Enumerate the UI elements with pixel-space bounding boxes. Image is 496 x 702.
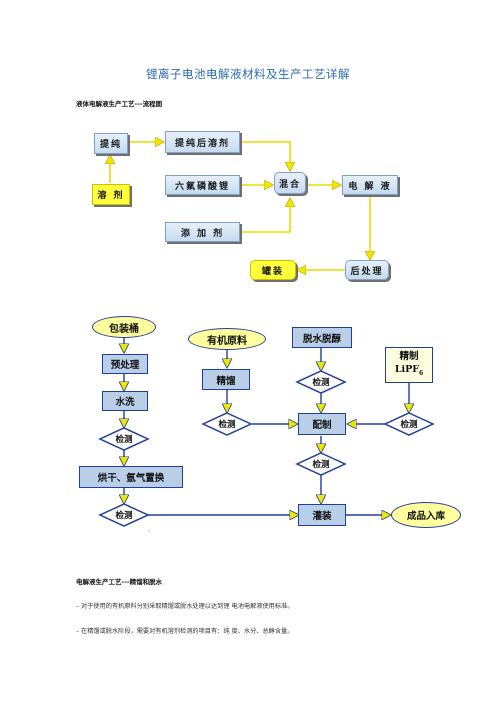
flow1-electrolyte-box: 电 解 液 <box>342 175 398 195</box>
lipf-text: LiPF <box>394 364 419 376</box>
diamond-shapes <box>98 370 435 527</box>
flow2-packing-drum-oval: 包装桶 <box>92 316 156 338</box>
flow1-solvent-box: 溶 剂 <box>92 184 130 205</box>
flow1-posttreatment-box: 后处理 <box>345 260 389 280</box>
flow2-refined-lipf6-box: 精制 LiPF6 <box>385 347 433 383</box>
flow2-pretreatment-box: 预处理 <box>102 354 148 374</box>
bullet-1: – 对于使用的有机原料分别采取精馏或脱水处理以达到锂 电池电解液使用标准。 <box>76 603 294 610</box>
flow2-inspect-label-6: 检测 <box>400 420 418 430</box>
small-mark: · <box>148 528 151 536</box>
flow1-canning-box: 罐装 <box>250 260 296 280</box>
flow2-organic-raw-oval: 有机原料 <box>188 328 266 350</box>
document-title: 锂离子电池电解液材料及生产工艺详解 <box>146 67 350 81</box>
section1-heading: 液体电解液生产工艺---流程图 <box>76 100 163 108</box>
flow2-finished-storage-oval: 成品入库 <box>391 502 461 528</box>
flow2-dry-argon-box: 烘干、氩气置换 <box>79 466 183 488</box>
flow2-filling-box: 灌装 <box>298 504 346 526</box>
flow2-inspect-label-4: 检测 <box>312 378 330 388</box>
flow2-formulate-box: 配制 <box>298 413 346 435</box>
lipf-subscript: 6 <box>419 369 424 377</box>
flow1-additive-box: 添 加 剂 <box>165 222 240 242</box>
flow1-purify-box: 提纯 <box>94 133 128 154</box>
flow1-lipf6-box: 六氟磷酸锂 <box>165 175 240 195</box>
flow1-purified-solvent-box: 提纯后溶剂 <box>165 131 240 153</box>
flow2-inspect-label-3: 检测 <box>218 420 236 430</box>
section2-heading: 电解液生产工艺---精馏和脱水 <box>76 578 163 586</box>
bullet-2: – 在精馏或脱水阶段，需要对有机溶剂检测的项目有：纯 度、水分、总醇含量。 <box>76 628 294 635</box>
flow2-distillation-box: 精馏 <box>202 369 250 390</box>
flow2-water-wash-box: 水洗 <box>102 391 148 411</box>
flow2-dehydrate-box: 脱水脱醇 <box>292 327 352 348</box>
lipf-label: LiPF6 <box>395 363 423 380</box>
flow2-inspect-label-1: 检测 <box>115 435 133 445</box>
flow1-mix-box: 混合 <box>274 172 306 194</box>
flow2-inspect-label-2: 检测 <box>115 511 133 521</box>
refined-label: 精制 <box>399 351 419 363</box>
flow2-inspect-label-5: 检测 <box>312 460 330 470</box>
